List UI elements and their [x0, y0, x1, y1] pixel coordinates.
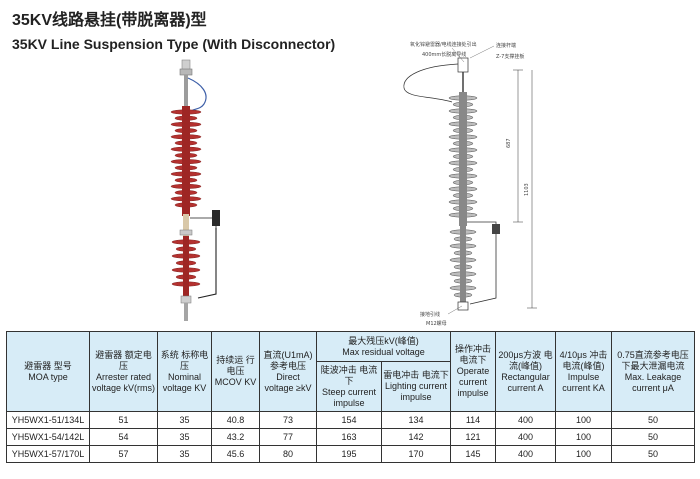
value-cell: 170 [380, 445, 452, 463]
callout-plate: Z-7支撑挂板 [496, 53, 524, 60]
value-cell: 145 [450, 445, 497, 463]
model-cell: YH5WX1-51/134L [6, 411, 90, 429]
value-cell: 134 [380, 411, 452, 429]
value-cell: 73 [259, 411, 317, 429]
value-cell: 163 [316, 428, 382, 446]
value-cell: 195 [316, 445, 382, 463]
value-cell: 35 [157, 428, 212, 446]
value-cell: 100 [555, 445, 613, 463]
callout-wire: 400mm长脱离导线 [422, 51, 466, 58]
dimension-1103: 1103 [524, 183, 530, 196]
model-cell: YH5WX1-54/142L [6, 428, 90, 446]
value-cell: 35 [157, 445, 212, 463]
header-impulse: 4/10μs 冲击 电流(峰值)Impulse current KA [555, 331, 613, 412]
value-cell: 54 [89, 428, 158, 446]
callout-ground: 接地引线 [420, 311, 440, 318]
value-cell: 77 [259, 428, 317, 446]
value-cell: 80 [259, 445, 317, 463]
value-cell: 142 [380, 428, 452, 446]
value-cell: 51 [89, 411, 158, 429]
title-english: 35KV Line Suspension Type (With Disconne… [12, 36, 336, 52]
value-cell: 35 [157, 411, 212, 429]
value-cell: 154 [316, 411, 382, 429]
dimension-687: 687 [506, 138, 512, 148]
value-cell: 400 [495, 428, 557, 446]
value-cell: 50 [611, 445, 696, 463]
value-cell: 100 [555, 428, 613, 446]
model-cell: YH5WX1-57/170L [6, 445, 90, 463]
value-cell: 43.2 [211, 428, 260, 446]
value-cell: 400 [495, 411, 557, 429]
value-cell: 57 [89, 445, 158, 463]
value-cell: 45.6 [211, 445, 260, 463]
value-cell: 100 [555, 411, 613, 429]
value-cell: 121 [450, 428, 497, 446]
value-cell: 114 [450, 411, 497, 429]
value-cell: 50 [611, 428, 696, 446]
title-chinese: 35KV线路悬挂(带脱离器)型 [12, 12, 207, 29]
callout-rod: 连接杆端 [496, 42, 516, 49]
callout-nut: M12螺母 [426, 320, 447, 327]
header-residual: 最大残压kV(峰值)Max residual voltage [315, 331, 452, 362]
value-cell: 50 [611, 411, 696, 429]
header-rectangular: 200μs方波 电流(峰值)Rectangular current A [495, 331, 557, 412]
dimension-drawing: 氧化锌避雷器/电线连接处引出 400mm长脱离导线 连接杆端 Z-7支撑挂板 6… [403, 41, 537, 327]
value-cell: 400 [495, 445, 557, 463]
value-cell: 40.8 [211, 411, 260, 429]
arrester-photo [170, 59, 220, 321]
callout-lead: 氧化锌避雷器/电线连接处引出 [410, 41, 477, 48]
